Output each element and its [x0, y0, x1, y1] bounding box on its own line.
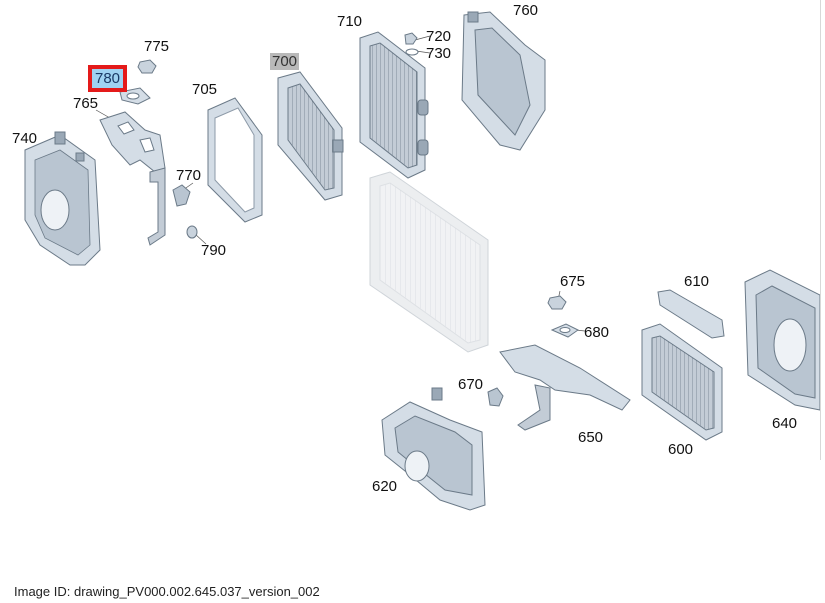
label-650[interactable]: 650: [578, 429, 604, 446]
part-710-radiator[interactable]: [359, 31, 429, 179]
label-765[interactable]: 765: [73, 95, 99, 112]
part-650-bracket[interactable]: [499, 344, 631, 431]
label-680[interactable]: 680: [584, 324, 610, 341]
label-720[interactable]: 720: [426, 28, 452, 45]
label-675[interactable]: 675: [560, 273, 586, 290]
part-740-shroud[interactable]: [24, 131, 101, 266]
part-620-shroud[interactable]: [381, 387, 486, 511]
label-760[interactable]: 760: [513, 2, 539, 19]
part-675-nut[interactable]: [547, 295, 567, 310]
part-700-radiator[interactable]: [277, 71, 344, 201]
part-ghost-radiator: [369, 171, 489, 353]
label-670[interactable]: 670: [458, 376, 484, 393]
label-740[interactable]: 740: [12, 130, 38, 147]
part-640-shroud[interactable]: [744, 269, 821, 411]
label-640[interactable]: 640: [772, 415, 798, 432]
label-610[interactable]: 610: [684, 273, 710, 290]
part-765-bracket[interactable]: [99, 111, 166, 246]
part-610-strip[interactable]: [657, 289, 725, 339]
label-780-selected[interactable]: 780: [87, 65, 128, 92]
part-760-shroud[interactable]: [461, 11, 546, 151]
label-790[interactable]: 790: [201, 242, 227, 259]
part-730-seal[interactable]: [405, 48, 419, 56]
part-600-radiator[interactable]: [641, 323, 723, 441]
label-620[interactable]: 620: [372, 478, 398, 495]
label-710[interactable]: 710: [337, 13, 363, 30]
part-720-cap[interactable]: [404, 32, 418, 45]
part-705-frame[interactable]: [207, 97, 263, 223]
part-680-seal[interactable]: [550, 323, 579, 338]
part-770-bolt[interactable]: [172, 184, 191, 207]
label-705[interactable]: 705: [192, 81, 218, 98]
label-600[interactable]: 600: [668, 441, 694, 458]
part-790-clip[interactable]: [186, 225, 198, 239]
image-id-footer: Image ID: drawing_PV000.002.645.037_vers…: [14, 584, 320, 599]
label-775[interactable]: 775: [144, 38, 170, 55]
label-730[interactable]: 730: [426, 45, 452, 62]
part-670-bolt[interactable]: [487, 387, 504, 407]
label-700[interactable]: 700: [270, 53, 300, 70]
part-780-seal[interactable]: [119, 87, 151, 105]
part-775-nut[interactable]: [137, 59, 157, 74]
frame-edge: [820, 0, 821, 460]
label-770[interactable]: 770: [176, 167, 202, 184]
